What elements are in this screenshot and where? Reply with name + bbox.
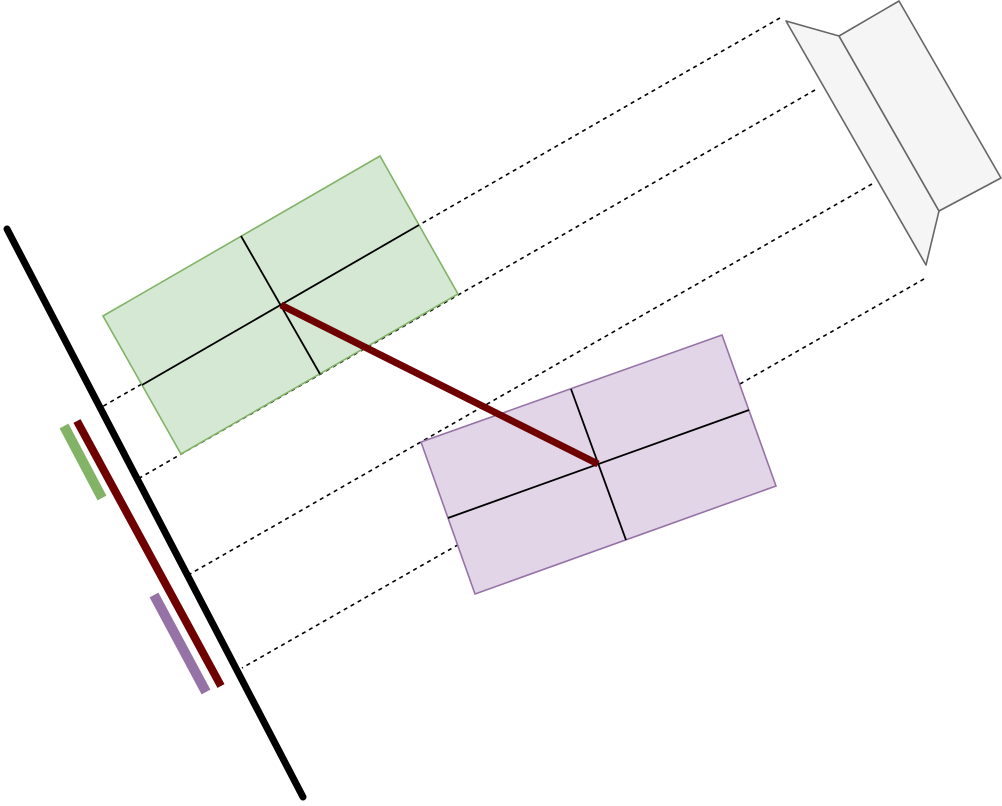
green-shadow xyxy=(59,423,107,501)
green-box-axis-short xyxy=(240,235,321,375)
purple-shadow xyxy=(149,592,211,695)
green-box xyxy=(101,154,460,456)
connector-shadow xyxy=(73,419,225,688)
projection-line-2 xyxy=(135,89,816,481)
projector-icon xyxy=(785,0,1002,266)
projection-line-3 xyxy=(189,183,873,575)
projection-line-1 xyxy=(99,17,781,409)
projector-body xyxy=(838,0,1002,212)
purple-box xyxy=(419,333,778,596)
purple-box-axis-short xyxy=(570,388,627,541)
screen-line xyxy=(3,225,307,801)
center-connector xyxy=(279,301,600,468)
